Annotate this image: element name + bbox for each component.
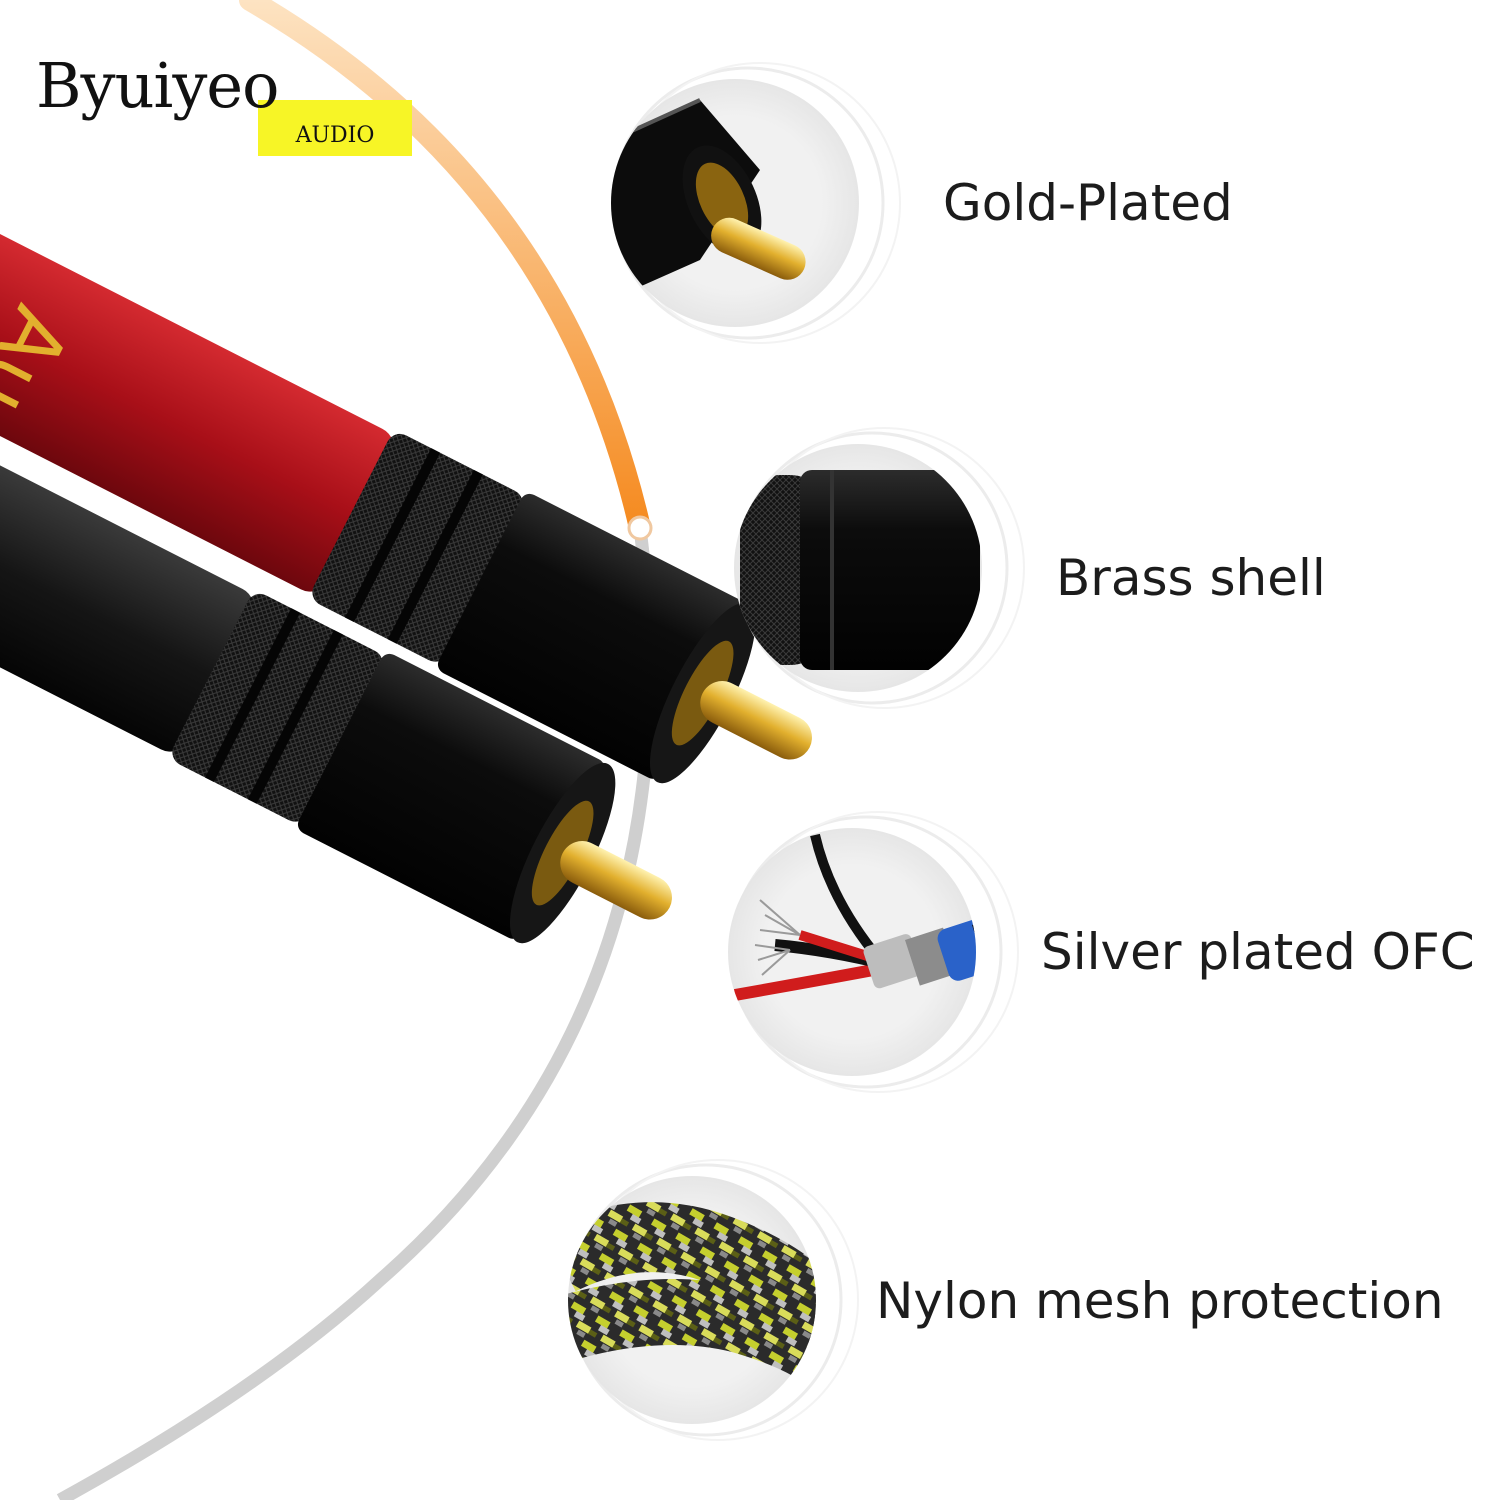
red-rca-cable: Au (0, 190, 812, 784)
arc-joint-dot (627, 515, 653, 541)
stripped-wire-icon (728, 811, 1019, 1093)
feature-label-gold-plated: Gold-Plated (943, 174, 1233, 232)
rca-gold-pin-icon (611, 62, 901, 344)
feature-label-nylon-mesh: Nylon mesh protection (876, 1272, 1444, 1330)
black-rca-cable: Au (0, 350, 672, 944)
orange-arc (239, 0, 651, 539)
feature-label-silver-plated-ofc: Silver plated OFC (1041, 923, 1475, 981)
brand-name: Byuiyeo (36, 49, 279, 122)
brand-tag: AUDIO (258, 100, 412, 156)
nylon-braid-icon (568, 1159, 859, 1441)
feature-label-brass-shell: Brass shell (1056, 549, 1326, 607)
brass-shell-icon (734, 427, 1025, 709)
